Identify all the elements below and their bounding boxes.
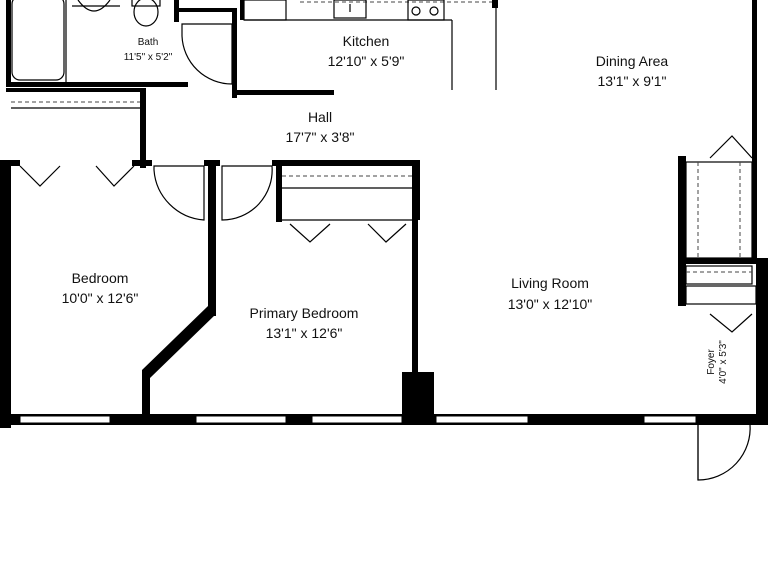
bath-dims: 11'5" x 5'2" [124,52,173,63]
primary-closet [282,175,412,243]
bath-name: Bath [138,37,159,48]
hall-closet [11,101,140,109]
hall-name: Hall [308,109,332,125]
bedroom-closet-doors [19,165,135,187]
bedroom-label: Bedroom 10'0" x 12'6" [62,270,139,306]
hall-dims: 17'7" x 3'8" [286,129,355,145]
foyer-name: Foyer [706,349,717,375]
windows [19,415,697,424]
toilet [131,0,161,27]
bedroom-dims: 10'0" x 12'6" [62,290,139,306]
doors [153,23,751,481]
primary-bedroom-label: Primary Bedroom 13'1" x 12'6" [250,305,359,341]
hall-label: Hall 17'7" x 3'8" [286,109,355,145]
bath-sink [72,0,120,12]
bathtub [11,0,65,81]
kitchen-sink [333,0,367,19]
kitchen-name: Kitchen [343,33,390,49]
bedroom-name: Bedroom [72,270,129,286]
dining-name: Dining Area [596,53,669,69]
living-room-dims: 13'0" x 12'10" [508,296,593,312]
kitchen-label: Kitchen 12'10" x 5'9" [328,33,405,69]
foyer-closet [685,135,757,333]
stove [407,0,445,21]
foyer-dims: 4'0" x 5'3" [718,340,729,384]
foyer-label: Foyer 4'0" x 5'3" [706,340,729,384]
dining-dims: 13'1" x 9'1" [598,73,667,89]
living-room-label: Living Room 13'0" x 12'10" [508,275,593,312]
primary-bedroom-name: Primary Bedroom [250,305,359,321]
bath-label: Bath 11'5" x 5'2" [124,37,173,63]
primary-bedroom-dims: 13'1" x 12'6" [266,325,343,341]
kitchen-dims: 12'10" x 5'9" [328,53,405,69]
dining-label: Dining Area 13'1" x 9'1" [596,53,669,89]
living-room-name: Living Room [511,275,589,291]
